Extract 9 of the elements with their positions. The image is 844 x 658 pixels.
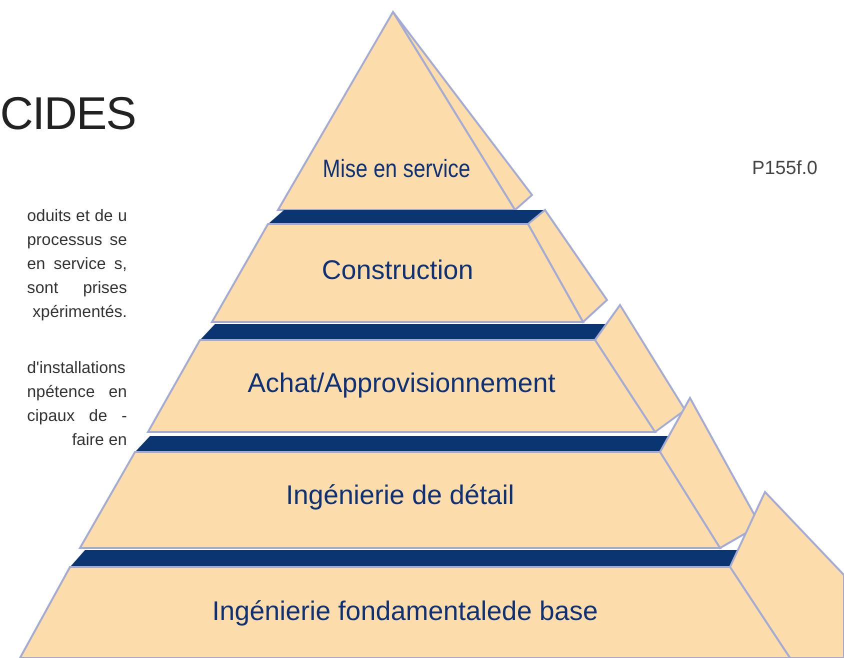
layer-label: Construction xyxy=(320,255,474,286)
heading: CIDES xyxy=(0,86,136,140)
layer-label: Ingénierie de détail xyxy=(284,480,516,511)
layer-label: Mise en service xyxy=(322,155,472,184)
paragraph: d'installations npétence en cipaux de -faire en xyxy=(27,358,127,451)
reference-code: P155f.0 xyxy=(752,158,818,180)
layer-label: Ingénierie fondamentalede base xyxy=(211,596,599,627)
layer-label: Achat/Approvisionnement xyxy=(246,368,556,399)
paragraph: oduits et de u processus se en service s, sont prises xpérimentés. xyxy=(27,206,127,323)
